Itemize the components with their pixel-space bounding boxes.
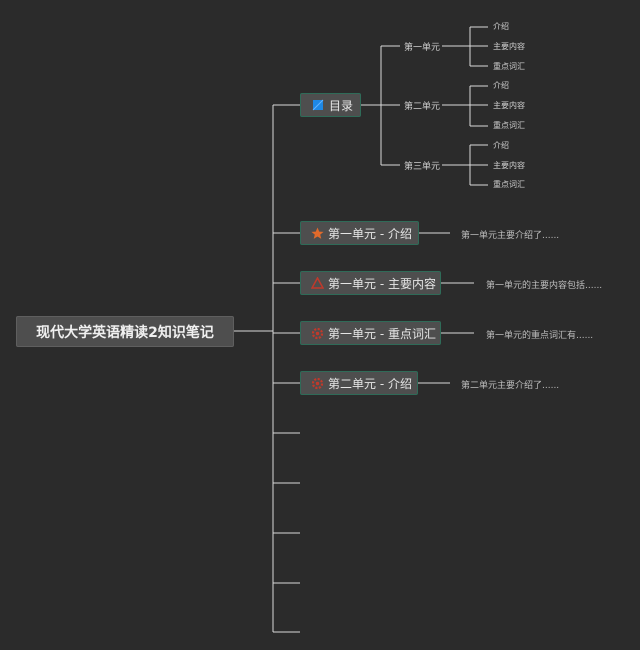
branch-unit2-intro[interactable]: 第二单元 - 介绍 xyxy=(300,371,418,395)
toc-unit-3[interactable]: 第三单元 xyxy=(404,162,441,172)
unit1-leaf-vocab[interactable]: 重点词汇 xyxy=(493,62,525,71)
unit1-leaf-content[interactable]: 主要内容 xyxy=(493,42,525,51)
gear-icon xyxy=(311,326,324,340)
root-node[interactable]: 现代大学英语精读2知识笔记 xyxy=(16,316,234,347)
toc-unit-2[interactable]: 第二单元 xyxy=(404,102,441,112)
branch-note: 第一单元的主要内容包括...... xyxy=(486,281,603,291)
branch-label: 第二单元 - 介绍 xyxy=(328,376,412,391)
unit2-leaf-vocab[interactable]: 重点词汇 xyxy=(493,121,525,130)
toc-label: 目录 xyxy=(329,98,354,113)
branch-unit1-vocab[interactable]: 第一单元 - 重点词汇 xyxy=(300,321,441,345)
unit2-leaf-content[interactable]: 主要内容 xyxy=(493,101,525,110)
unit1-leaf-intro[interactable]: 介绍 xyxy=(493,22,509,31)
unit3-leaf-intro[interactable]: 介绍 xyxy=(493,141,509,150)
branch-label: 第一单元 - 介绍 xyxy=(328,226,412,241)
toc-unit-1[interactable]: 第一单元 xyxy=(404,43,441,53)
branch-note: 第二单元主要介绍了...... xyxy=(461,381,560,391)
toc-node[interactable]: 目录 xyxy=(300,93,361,117)
branch-note: 第一单元的重点词汇有...... xyxy=(486,331,594,341)
flag-icon xyxy=(311,98,325,112)
branch-unit1-intro[interactable]: 第一单元 - 介绍 xyxy=(300,221,419,245)
branch-note: 第一单元主要介绍了...... xyxy=(461,231,560,241)
triangle-icon xyxy=(311,276,324,290)
branch-label: 第一单元 - 重点词汇 xyxy=(328,326,436,341)
branch-label: 第一单元 - 主要内容 xyxy=(328,276,436,291)
star-icon xyxy=(311,226,324,240)
unit3-leaf-content[interactable]: 主要内容 xyxy=(493,161,525,170)
unit2-leaf-intro[interactable]: 介绍 xyxy=(493,81,509,90)
gear-icon xyxy=(311,376,324,390)
branch-unit1-content[interactable]: 第一单元 - 主要内容 xyxy=(300,271,441,295)
unit3-leaf-vocab[interactable]: 重点词汇 xyxy=(493,180,525,189)
root-title: 现代大学英语精读2知识笔记 xyxy=(36,324,214,341)
